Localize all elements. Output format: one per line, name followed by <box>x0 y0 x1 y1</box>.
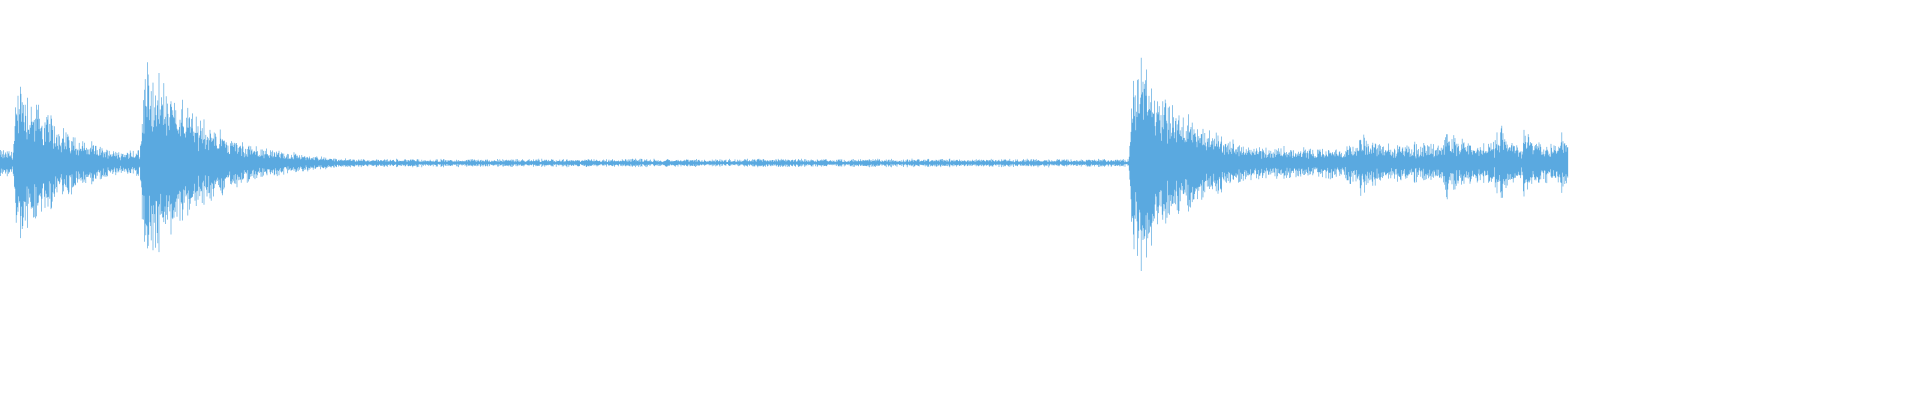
waveform-bars <box>0 57 1569 271</box>
waveform-trace <box>0 57 1569 271</box>
